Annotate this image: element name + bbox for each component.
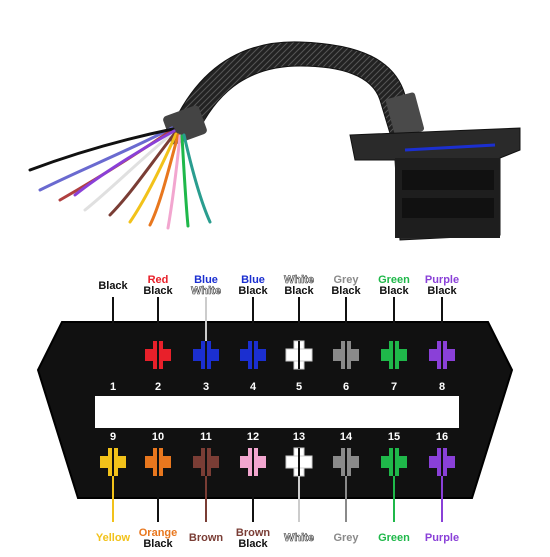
pin-11-label-bottom: Brown [189,532,224,544]
pin-15-number: 15 [388,431,400,443]
braided-sleeve [163,41,424,145]
pin-9-terminal [100,448,126,476]
pin-5-label-bottom: Black [284,285,314,297]
pin-1-number: 1 [110,381,116,393]
pin-13-label-bottom: White [284,532,314,544]
pin-7-terminal [381,341,407,369]
pin-2-label-bottom: Black [143,285,173,297]
pin-15-terminal [381,448,407,476]
pin-12-label-bottom: Black [238,538,268,550]
pin-4-number: 4 [250,381,257,393]
connector-center-slot [95,396,459,428]
pin-14-number: 14 [340,431,353,443]
pin-10-terminal [145,448,171,476]
pin-7-label-bottom: Black [379,285,409,297]
pin-2-label-top: Red [148,274,169,286]
pin-2-number: 2 [155,381,161,393]
pin-12-label-top: Brown [236,527,271,539]
pin-4-label-top: Blue [241,274,265,286]
pin-2-terminal [145,341,171,369]
pin-9-number: 9 [110,431,116,443]
pin-6-terminal [333,341,359,369]
pin-7-label-top: Green [378,274,410,286]
pin-16-terminal [429,448,455,476]
pin-9-label-bottom: Yellow [96,532,131,544]
cable-photo [28,41,521,241]
pin-3-number: 3 [203,381,209,393]
pin-16-label-bottom: Purple [425,532,459,544]
obd-connector [349,127,521,241]
pin-12-number: 12 [247,431,259,443]
pin-8-number: 8 [439,381,445,393]
pin-13-number: 13 [293,431,305,443]
pin-10-label-top: Orange [139,527,178,539]
pin-5-label-top: White [284,274,314,286]
pin-14-terminal [333,448,359,476]
pin-5-terminal [285,340,313,370]
pin-3-label-bottom: White [191,285,221,297]
pin-14-label-bottom: Grey [333,532,359,544]
top-pin-row: Black1RedBlack2BlueWhite3BlueBlack4White… [98,274,459,393]
pin-8-terminal [429,341,455,369]
pin-4-terminal [240,341,266,369]
pin-10-label-bottom: Black [143,538,173,550]
pin-1-terminal [100,341,126,369]
pin-3-label-top: Blue [194,274,218,286]
pin-5-number: 5 [296,381,302,393]
pin-1-label-bottom: Black [98,280,128,292]
pin-6-number: 6 [343,381,349,393]
pin-10-number: 10 [152,431,164,443]
pin-15-label-bottom: Green [378,532,410,544]
pin-3-terminal [193,341,219,369]
pin-6-label-bottom: Black [331,285,361,297]
pin-11-number: 11 [200,431,212,443]
pin-16-number: 16 [436,431,448,443]
bottom-pin-row: 9Yellow10OrangeBlack11Brown12BrownBlack1… [96,431,459,550]
pin-4-label-bottom: Black [238,285,268,297]
pin-11-terminal [193,448,219,476]
pin-13-terminal [285,447,313,477]
loose-wires [28,126,212,230]
pin-12-terminal [240,448,266,476]
pin-8-label-top: Purple [425,274,459,286]
pin-6-label-top: Grey [333,274,359,286]
pin-8-label-bottom: Black [427,285,457,297]
pin-7-number: 7 [391,381,397,393]
